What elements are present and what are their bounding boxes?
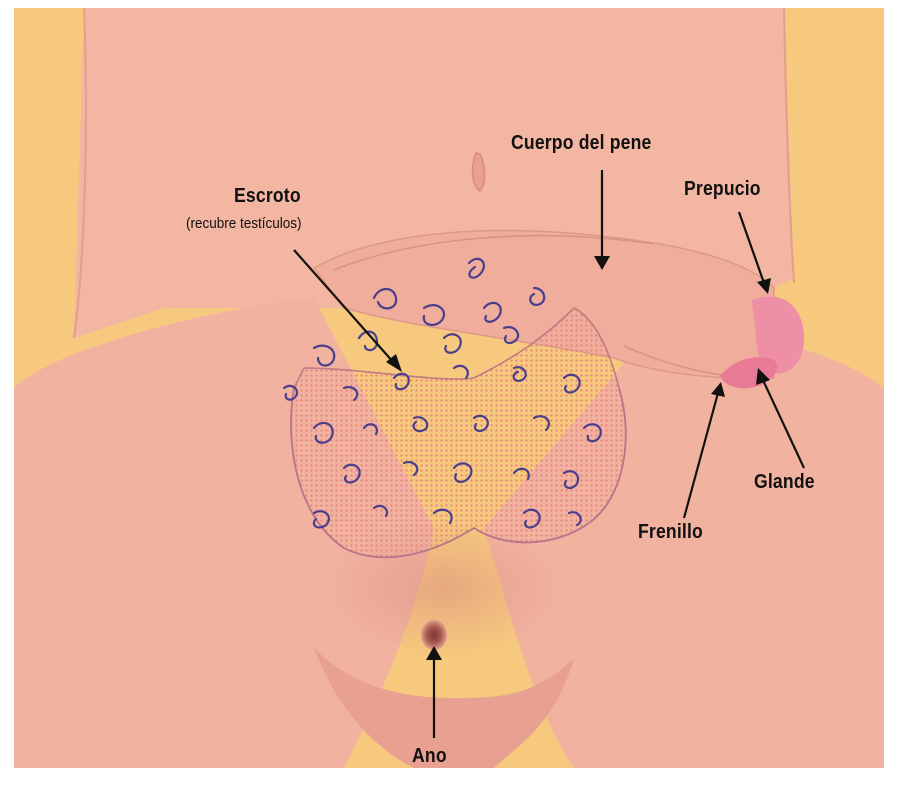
label-escroto: Escroto (234, 185, 301, 208)
label-ano: Ano (412, 745, 447, 768)
illustration-frame: Cuerpo del pene Escroto (recubre testícu… (14, 8, 884, 768)
label-glande: Glande (754, 471, 815, 494)
anatomy-illustration (14, 8, 884, 768)
label-escroto-sub: (recubre testículos) (186, 215, 302, 232)
anus (421, 620, 447, 650)
label-cuerpo-del-pene: Cuerpo del pene (511, 132, 652, 155)
label-frenillo: Frenillo (638, 521, 703, 544)
label-prepucio: Prepucio (684, 178, 761, 201)
